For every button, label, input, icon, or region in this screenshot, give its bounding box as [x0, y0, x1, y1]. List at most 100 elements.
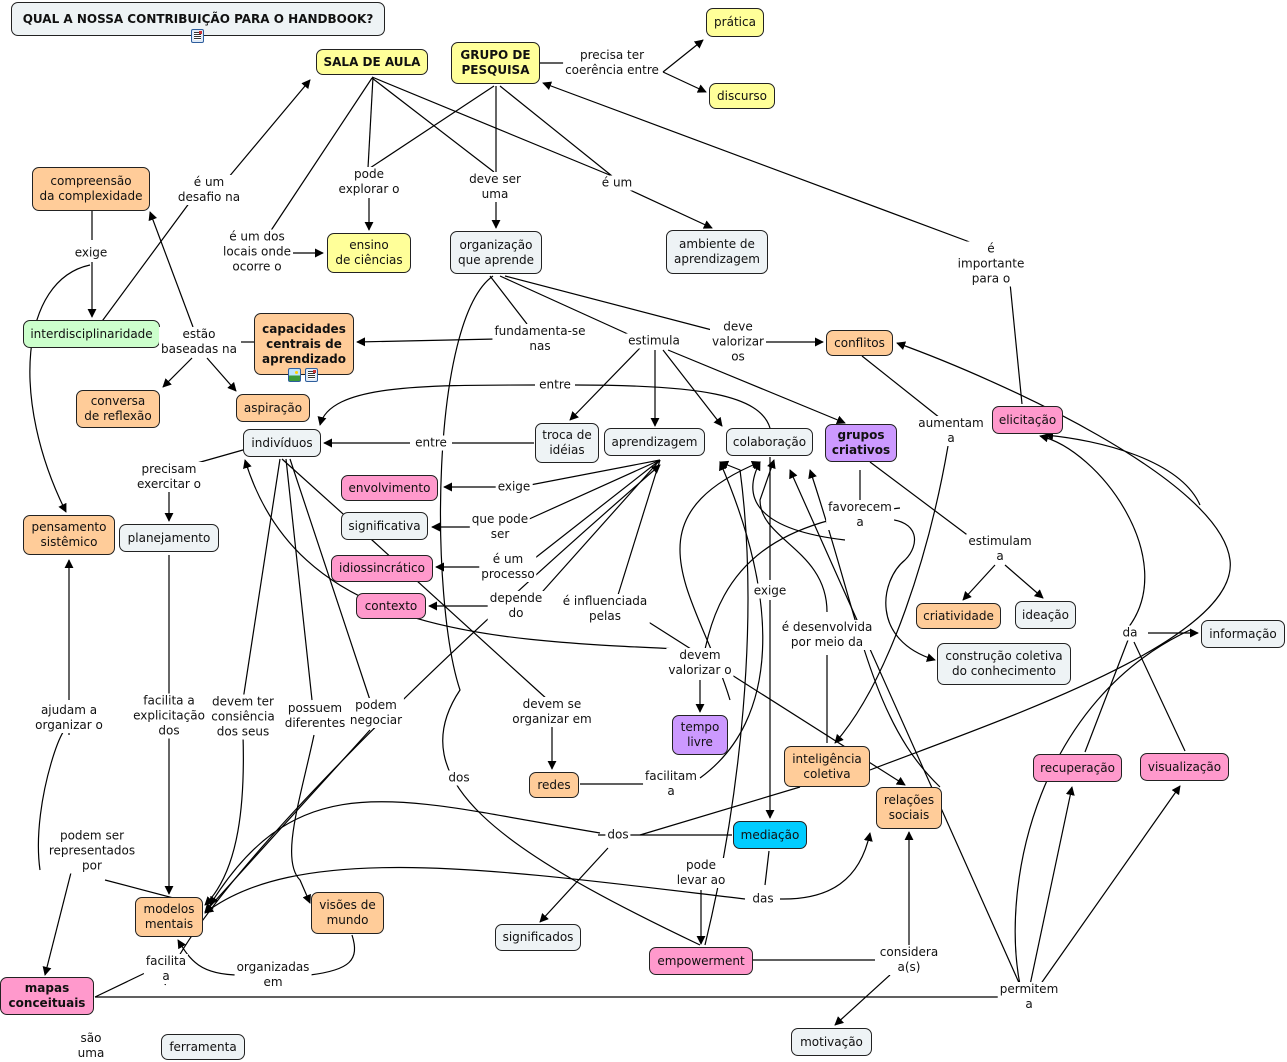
connector-line: [242, 458, 281, 701]
connector-line: [269, 77, 373, 233]
concept-compreensao-da-complexidade[interactable]: compreensão da complexidade: [32, 167, 150, 211]
link-phrase-devem-valorizar-o: devem valorizar o: [666, 648, 734, 678]
connector-line: [962, 564, 996, 601]
connector-line: [504, 275, 713, 331]
link-phrase-devem-ter-consciencia-dos-seus: devem ter consiência dos seus: [209, 694, 277, 740]
link-phrase-e-importante-para: é importante para o: [955, 241, 1027, 287]
connector-line: [489, 275, 528, 325]
concept-motivacao[interactable]: motivação: [791, 1028, 872, 1056]
connector-line: [869, 341, 1231, 771]
link-phrase-locais-onde-ocorre: é um dos locais onde ocorre o: [221, 229, 293, 275]
concept-grupos-criativos[interactable]: grupos criativos: [825, 424, 897, 462]
connector-line: [779, 832, 873, 900]
concept-individuos[interactable]: indivíduos: [243, 429, 321, 457]
link-phrase-precisa-ter-coerencia-entre: precisa ter coerência entre: [563, 48, 661, 78]
concept-aprendizagem[interactable]: aprendizagem: [604, 428, 705, 456]
concept-envolvimento[interactable]: envolvimento: [341, 475, 438, 501]
concept-tempo-livre[interactable]: tempo livre: [672, 715, 728, 755]
concept-modelos-mentais[interactable]: modelos mentais: [135, 897, 203, 937]
connector-line: [317, 384, 536, 426]
concept-ambiente-de-aprendizagem[interactable]: ambiente de aprendizagem: [666, 230, 768, 274]
concept-empowerment[interactable]: empowerment: [649, 947, 753, 975]
concept-ideacao[interactable]: ideação: [1015, 601, 1076, 629]
concept-significados[interactable]: significados: [495, 924, 581, 951]
concept-criatividade[interactable]: criatividade: [916, 603, 1001, 629]
concept-relacoes-sociais[interactable]: relações sociais: [876, 787, 942, 829]
image-resource-icon[interactable]: [288, 368, 301, 382]
connector-line: [759, 459, 828, 613]
document-resource-icon[interactable]: [305, 368, 318, 382]
link-phrase-deve-valorizar-os: deve valorizar os: [710, 319, 766, 365]
connector-line: [834, 974, 891, 1026]
concept-colaboracao[interactable]: colaboração: [726, 428, 813, 456]
concept-conflitos[interactable]: conflitos: [826, 330, 893, 356]
concept-ferramenta[interactable]: ferramenta: [161, 1034, 245, 1060]
concept-visoes-de-mundo[interactable]: visões de mundo: [311, 892, 384, 934]
concept-elicitacao[interactable]: elicitação: [992, 406, 1063, 434]
concept-capacidades-centrais-de-aprendizado[interactable]: capacidades centrais de aprendizado: [254, 313, 354, 375]
connector-line: [629, 189, 713, 229]
connector-line: [94, 972, 146, 998]
concept-pratica[interactable]: prática: [706, 8, 764, 37]
connector-line: [861, 355, 941, 419]
connector-line: [204, 734, 244, 906]
concept-grupo-de-pesquisa[interactable]: GRUPO DE PESQUISA: [451, 42, 540, 84]
connector-line: [164, 464, 661, 986]
connector-line: [699, 461, 764, 779]
concept-organizacao-que-aprende[interactable]: organização que aprende: [450, 231, 542, 274]
connector-line: [1029, 786, 1075, 986]
concept-sala-de-aula[interactable]: SALA DE AULA: [316, 49, 428, 75]
concept-idiossincratico[interactable]: idiossincrático: [331, 555, 433, 582]
connector-line: [834, 445, 949, 744]
connector-line: [752, 461, 846, 541]
concept-recuperacao[interactable]: recuperação: [1033, 754, 1122, 782]
concept-significativa[interactable]: significativa: [341, 512, 428, 540]
connector-line: [789, 469, 1021, 986]
connector-line: [285, 458, 313, 701]
concept-contexto[interactable]: contexto: [356, 593, 426, 619]
link-phrase-sao-uma: são uma: [75, 1031, 107, 1061]
link-phrase-entre: entre: [537, 377, 573, 393]
connector-line: [162, 357, 193, 388]
link-phrase-exige: exige: [72, 245, 110, 261]
connector-line: [764, 850, 770, 886]
link-phrase-estao-baseadas-na: estão baseadas na: [159, 327, 239, 357]
concept-redes[interactable]: redes: [529, 772, 579, 798]
concept-conversa-de-reflexao[interactable]: conversa de reflexão: [76, 390, 160, 428]
connector-line: [1133, 641, 1186, 752]
link-phrase-das: das: [750, 891, 776, 907]
concept-ensino-de-ciencias[interactable]: ensino de ciências: [327, 233, 411, 273]
connector-line: [1084, 639, 1129, 753]
connector-line: [884, 518, 936, 662]
concept-visualizacao[interactable]: visualização: [1140, 753, 1229, 781]
link-phrase-estimula: estimula: [626, 333, 682, 349]
concept-construcao-coletiva-do-conhecimento[interactable]: construção coletiva do conhecimento: [937, 643, 1071, 685]
connector-line: [29, 264, 91, 513]
connector-line: [662, 39, 704, 73]
link-phrase-estimulam-a: estimulam a: [966, 534, 1034, 564]
link-phrase-pode-levar-ao: pode levar ao: [674, 858, 728, 888]
concept-pensamento-sistemico[interactable]: pensamento sistêmico: [23, 515, 115, 555]
concept-aspiracao[interactable]: aspiração: [236, 394, 310, 422]
concept-informacao[interactable]: informação: [1201, 620, 1285, 648]
concept-planejamento[interactable]: planejamento: [119, 524, 219, 552]
concept-mapas-conceituais[interactable]: mapas conceituais: [0, 977, 94, 1015]
concept-mediacao[interactable]: mediação: [733, 821, 807, 849]
concept-discurso[interactable]: discurso: [709, 83, 775, 109]
concept-inteligencia-coletiva[interactable]: inteligência coletiva: [784, 746, 870, 787]
link-phrase-dos: dos: [605, 827, 631, 843]
link-phrase-dos: dos: [446, 770, 472, 786]
concept-interdisciplinaridade[interactable]: interdisciplinaridade: [23, 320, 160, 348]
document-resource-icon[interactable]: [191, 29, 204, 43]
link-phrase-depende-do: depende do: [487, 591, 545, 621]
connector-line: [290, 734, 315, 904]
link-phrase-e-um: é um: [599, 175, 635, 191]
connector-line: [529, 459, 661, 563]
concept-troca-de-ideias[interactable]: troca de idéias: [535, 423, 599, 463]
connector-line: [367, 76, 374, 169]
connector-line: [667, 349, 846, 425]
link-phrase-aumentam-a: aumentam a: [916, 416, 986, 446]
link-phrase-facilitam-a: facilitam a: [643, 769, 699, 799]
connector-line: [542, 81, 976, 245]
